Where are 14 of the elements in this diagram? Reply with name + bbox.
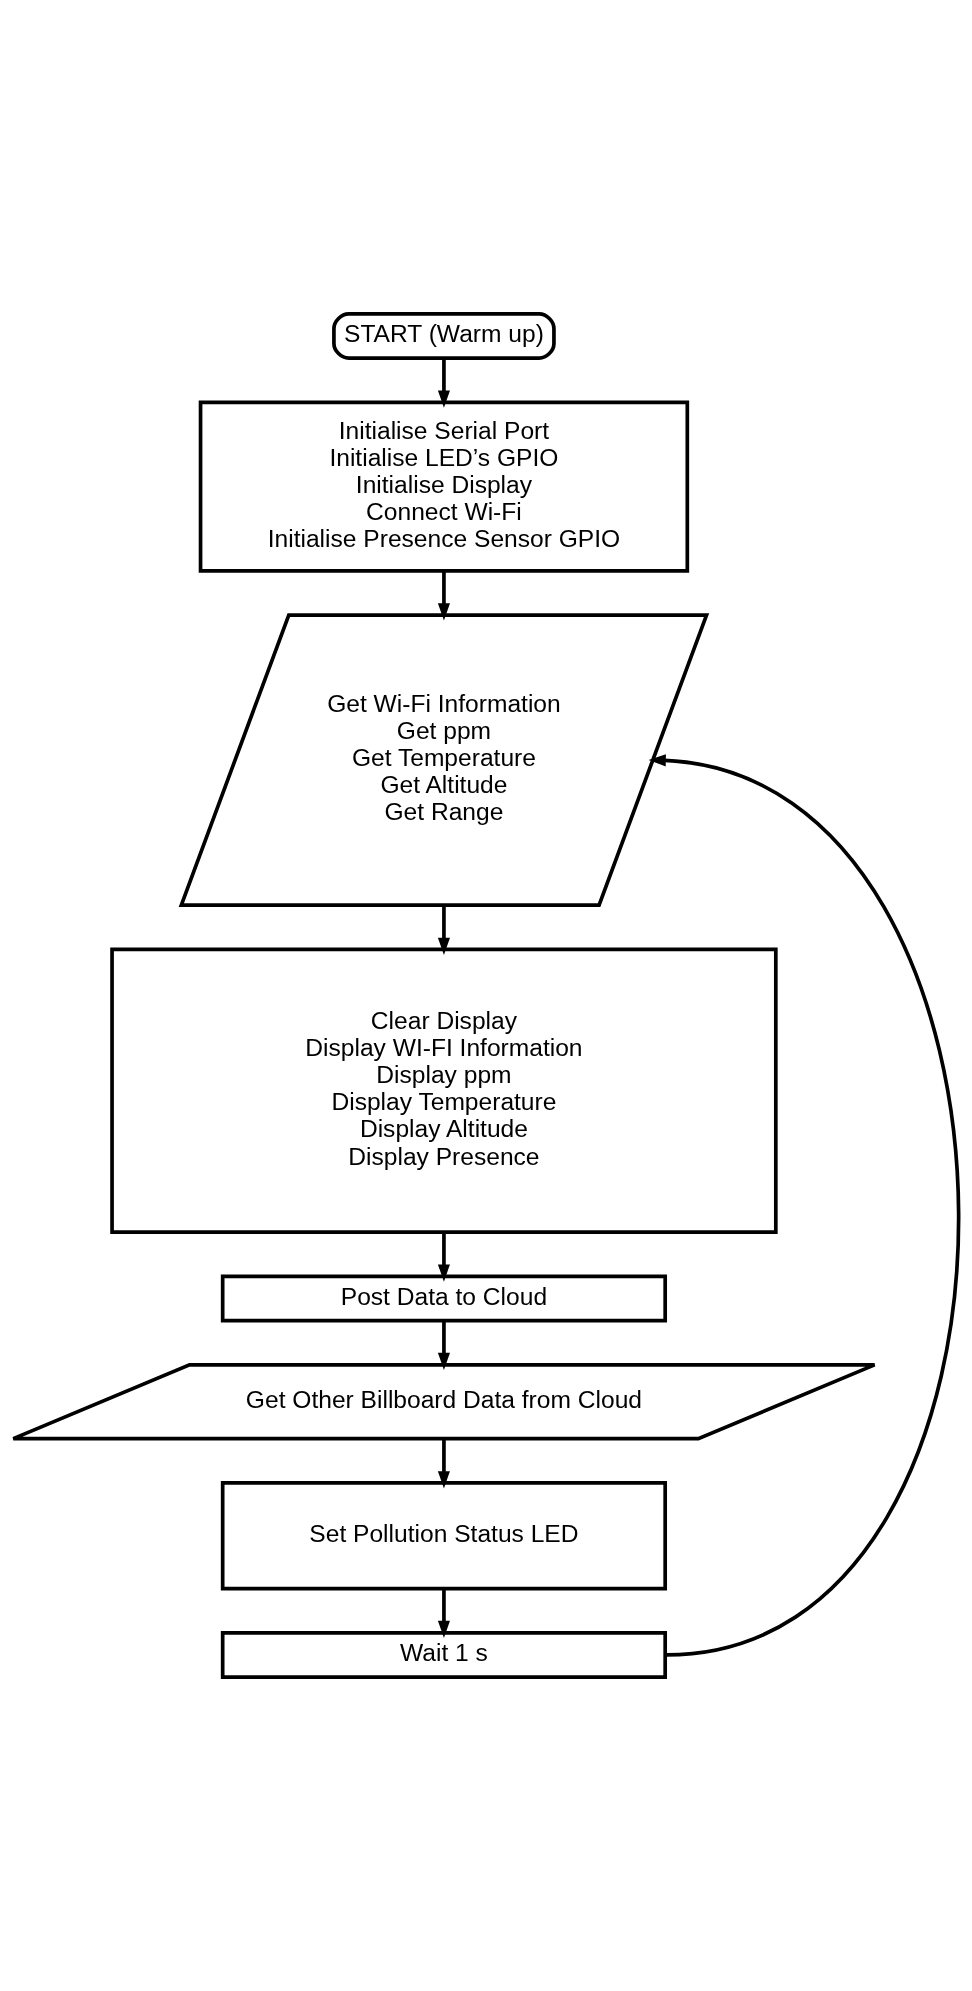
arrow (437, 1232, 450, 1282)
arrow (437, 1588, 450, 1638)
node-box: Initialise Serial Port Initialise LED’s GPIO Initialise Display Connect Wi-Fi Initialise Presence Sensor GPIO (198, 400, 690, 573)
node-box: Wait 1 s (220, 1631, 668, 1679)
arrow (648, 754, 961, 1657)
node-box: Set Pollution Status LED (220, 1481, 668, 1591)
arrow (437, 1321, 450, 1371)
node-box: Clear Display Display WI-FI Information Display ppm Display Temperature Display Altitude Display Presence (110, 947, 778, 1234)
arrow (437, 358, 450, 408)
arrow (437, 1438, 450, 1489)
arrow (437, 571, 450, 621)
node-box: START (Warm up) (332, 312, 556, 360)
node-box: Post Data to Cloud (220, 1274, 668, 1323)
arrow (437, 905, 450, 955)
